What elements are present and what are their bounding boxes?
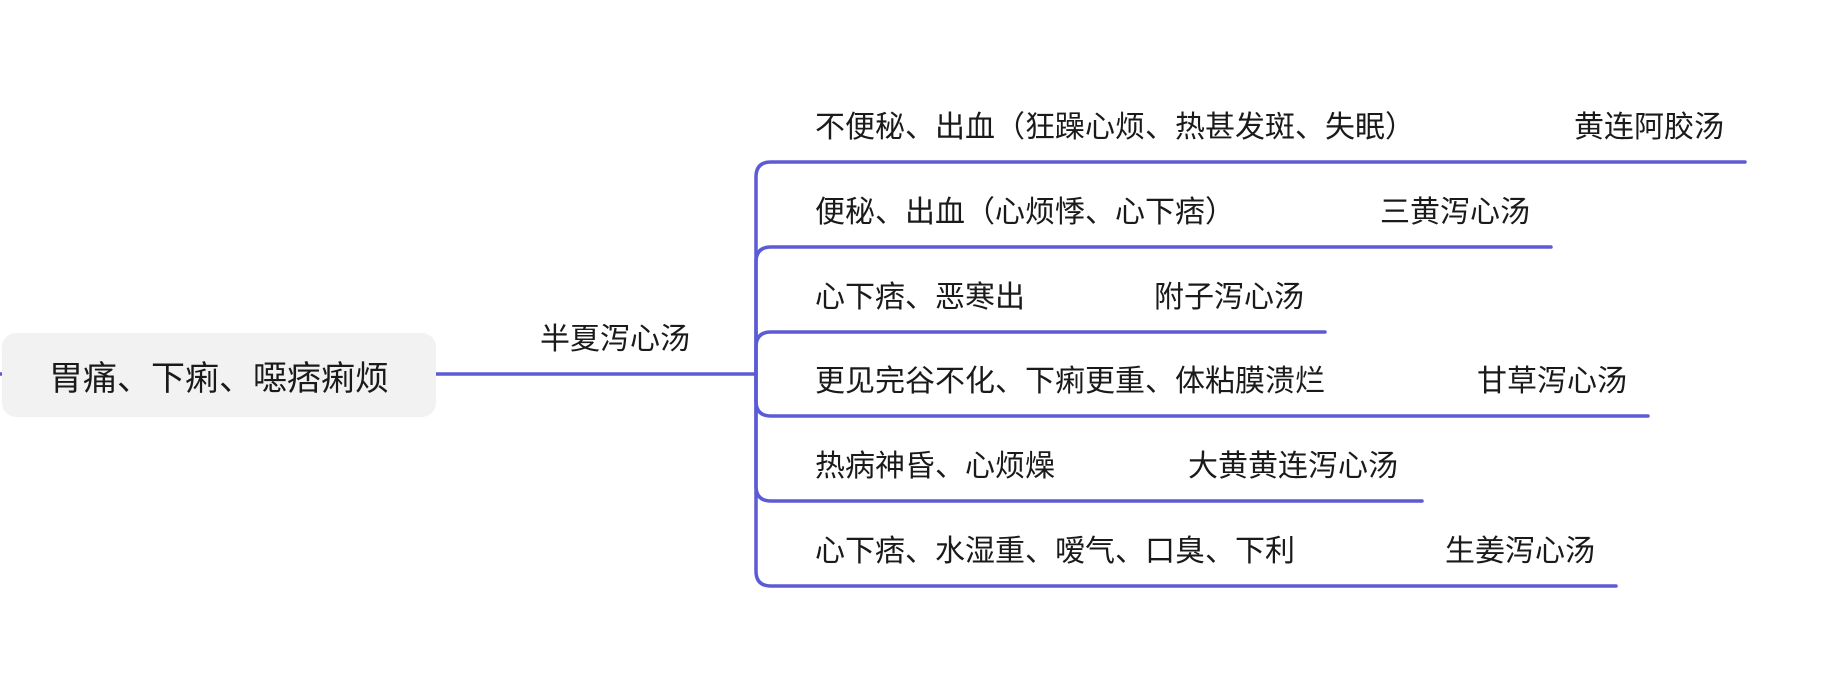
branch-line-1 — [754, 160, 1747, 376]
branch-line-6 — [754, 372, 1618, 588]
branch-condition-2[interactable]: 便秘、出血（心烦悸、心下痞） — [815, 195, 1235, 230]
branch-line-2 — [754, 245, 1553, 376]
branch-formula-3[interactable]: 附子泻心汤 — [1154, 280, 1304, 315]
branch-formula-4[interactable]: 甘草泻心汤 — [1477, 364, 1627, 399]
trunk-label[interactable]: 半夏泻心汤 — [540, 322, 690, 357]
branch-formula-1[interactable]: 黄连阿胶汤 — [1574, 110, 1724, 145]
branch-condition-5[interactable]: 热病神昏、心烦燥 — [815, 449, 1055, 484]
branch-formula-2[interactable]: 三黄泻心汤 — [1380, 195, 1530, 230]
branch-condition-3[interactable]: 心下痞、恶寒出 — [815, 280, 1025, 315]
root-node[interactable]: 胃痛、下痢、噁痞痢烦 — [2, 333, 436, 417]
branch-condition-1[interactable]: 不便秘、出血（狂躁心烦、热甚发斑、失眠） — [815, 110, 1415, 145]
branch-condition-6[interactable]: 心下痞、水湿重、嗳气、口臭、下利 — [815, 534, 1295, 569]
branch-condition-4[interactable]: 更见完谷不化、下痢更重、体粘膜溃烂 — [815, 364, 1325, 399]
branch-line-3 — [754, 330, 1327, 376]
branch-formula-6[interactable]: 生姜泻心汤 — [1445, 534, 1595, 569]
branch-formula-5[interactable]: 大黄黄连泻心汤 — [1188, 449, 1398, 484]
